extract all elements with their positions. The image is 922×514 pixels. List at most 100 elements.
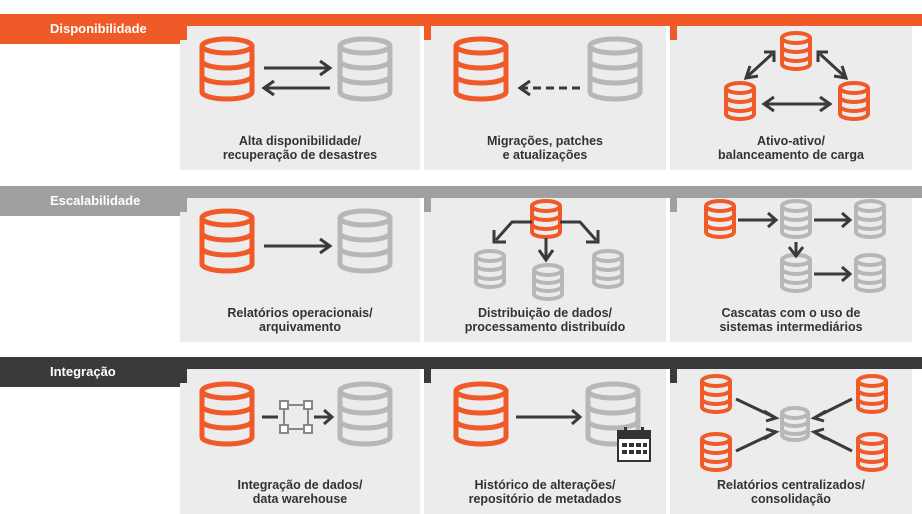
caption-line: recuperação de desastres bbox=[222, 148, 378, 162]
caption-line: Cascatas com o uso de bbox=[721, 306, 861, 320]
panel-marker bbox=[424, 26, 431, 40]
transform-icon bbox=[279, 400, 313, 434]
panel-marker bbox=[424, 198, 431, 212]
database-icon-hub bbox=[530, 199, 562, 239]
diagram-migration bbox=[453, 36, 643, 102]
diagram-one-way bbox=[199, 208, 393, 274]
panel-caption: Relatórios centralizados/consolidação bbox=[670, 478, 912, 506]
panel-consolidacao: Relatórios centralizados/consolidação bbox=[670, 369, 912, 514]
caption-line: Integração de dados/ bbox=[237, 478, 363, 492]
arrow-icon-bottom bbox=[761, 95, 833, 113]
panel-caption: Alta disponibilidade/recuperação de desa… bbox=[180, 134, 420, 162]
database-icon-top bbox=[780, 31, 812, 71]
panel-caption: Relatórios operacionais/arquivamento bbox=[180, 306, 420, 334]
caption-line: Distribuição de dados/ bbox=[477, 306, 613, 320]
diagram-consolidation bbox=[700, 374, 888, 472]
panel-relatorios-operacionais: Relatórios operacionais/arquivamento bbox=[180, 198, 420, 342]
caption-line: consolidação bbox=[751, 492, 831, 506]
caption-line: data warehouse bbox=[252, 492, 348, 506]
database-icon-node-left bbox=[474, 249, 506, 289]
panel-marker bbox=[670, 369, 677, 383]
database-icon-archive bbox=[337, 208, 393, 274]
database-icon-primary bbox=[453, 36, 509, 102]
database-icon-origin bbox=[704, 199, 736, 239]
arrow-icon-chain bbox=[738, 211, 853, 283]
arrow-icon-top-right bbox=[816, 50, 849, 80]
diagram-cascade bbox=[704, 199, 886, 293]
arrow-icon-right bbox=[516, 408, 583, 426]
panel-marker bbox=[180, 26, 187, 40]
caption-line: processamento distribuído bbox=[464, 320, 626, 334]
caption-line: sistemas intermediários bbox=[719, 320, 863, 334]
caption-line: balanceamento de carga bbox=[718, 148, 864, 162]
database-icon-intermediate-2 bbox=[780, 253, 812, 293]
panel-caption: Ativo-ativo/balanceamento de carga bbox=[670, 134, 912, 162]
database-icon-target bbox=[587, 36, 643, 102]
panel-caption: Integração de dados/data warehouse bbox=[180, 478, 420, 506]
panel-ativo-ativo: Ativo-ativo/balanceamento de carga bbox=[670, 26, 912, 170]
arrow-icon-right bbox=[262, 408, 335, 426]
database-icon-source-bottom-left bbox=[700, 432, 732, 472]
database-icon-source bbox=[199, 208, 255, 274]
panel-caption: Histórico de alterações/repositório de m… bbox=[424, 478, 666, 506]
section-tab-escalabilidade: Escalabilidade bbox=[0, 186, 185, 216]
section-label: Disponibilidade bbox=[50, 21, 147, 36]
diagram-integration bbox=[199, 381, 393, 447]
dashed-arrow-icon bbox=[517, 79, 584, 97]
diagram-distribution bbox=[474, 199, 624, 301]
database-icon-replica bbox=[337, 36, 393, 102]
database-icon-node-center bbox=[532, 263, 564, 301]
arrow-icon-top-left bbox=[743, 50, 776, 80]
database-icon-left bbox=[724, 81, 756, 121]
calendar-icon bbox=[617, 427, 651, 462]
database-icon-primary bbox=[199, 36, 255, 102]
database-icon-central bbox=[780, 406, 810, 442]
caption-line: repositório de metadados bbox=[468, 492, 622, 506]
section-tab-disponibilidade: Disponibilidade bbox=[0, 14, 185, 44]
panel-integracao-dados: Integração de dados/data warehouse bbox=[180, 369, 420, 514]
caption-line: Ativo-ativo/ bbox=[756, 134, 826, 148]
section-label: Integração bbox=[50, 364, 116, 379]
caption-line: Relatórios centralizados/ bbox=[717, 478, 865, 492]
arrow-icon-left bbox=[261, 79, 330, 97]
caption-line: arquivamento bbox=[259, 320, 341, 334]
diagram-triangle bbox=[724, 31, 870, 121]
database-icon-source bbox=[199, 381, 255, 447]
panel-marker bbox=[180, 198, 187, 212]
panel-alta-disponibilidade: Alta disponibilidade/recuperação de desa… bbox=[180, 26, 420, 170]
section-bar-escalabilidade bbox=[0, 186, 922, 198]
database-icon-end-1 bbox=[854, 199, 886, 239]
panel-marker bbox=[670, 26, 677, 40]
database-icon-end-2 bbox=[854, 253, 886, 293]
database-icon-source-top-left bbox=[700, 374, 732, 414]
database-icon-right bbox=[838, 81, 870, 121]
panel-caption: Distribuição de dados/processamento dist… bbox=[424, 306, 666, 334]
caption-line: Histórico de alterações/ bbox=[474, 478, 616, 492]
caption-line: Alta disponibilidade/ bbox=[238, 134, 362, 148]
section-bar-disponibilidade bbox=[0, 14, 922, 26]
panel-historico: Histórico de alterações/repositório de m… bbox=[424, 369, 666, 514]
arrow-icon-right bbox=[264, 237, 333, 255]
section-bar-integracao bbox=[0, 357, 922, 369]
section-label: Escalabilidade bbox=[50, 193, 141, 208]
caption-line: Migrações, patches bbox=[486, 134, 603, 148]
panel-marker bbox=[180, 369, 187, 383]
panel-marker bbox=[424, 369, 431, 383]
panel-marker bbox=[670, 198, 677, 212]
database-icon-source bbox=[453, 381, 509, 447]
arrow-icon-converge bbox=[735, 397, 853, 453]
caption-line: Relatórios operacionais/ bbox=[227, 306, 373, 320]
database-icon-intermediate bbox=[780, 199, 812, 239]
panel-distribuicao: Distribuição de dados/processamento dist… bbox=[424, 198, 666, 342]
database-icon-node-right bbox=[592, 249, 624, 289]
caption-line: e atualizações bbox=[502, 148, 588, 162]
database-icon-source-bottom-right bbox=[856, 432, 888, 472]
database-icon-warehouse bbox=[337, 381, 393, 447]
diagram-bidirectional bbox=[199, 36, 393, 102]
database-icon-source-top-right bbox=[856, 374, 888, 414]
diagram-history bbox=[453, 381, 651, 462]
